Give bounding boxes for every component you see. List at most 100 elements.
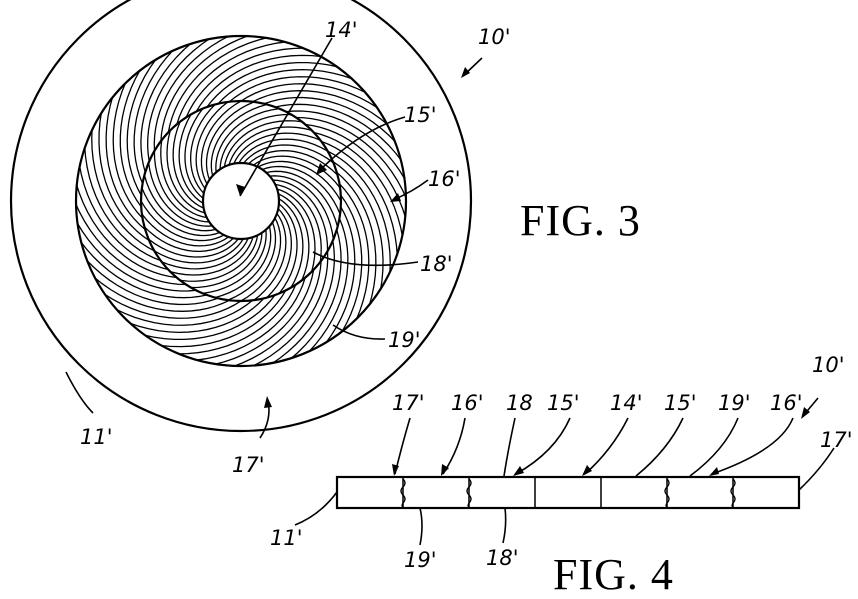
arrow4-16a	[441, 464, 449, 476]
spiral-line	[253, 160, 341, 209]
spiral-line	[274, 195, 304, 295]
spiral-line	[141, 179, 225, 237]
spiral-line	[153, 36, 241, 158]
spiral-line	[83, 134, 168, 264]
leader4-15a	[515, 417, 571, 475]
spiral-line	[267, 179, 329, 260]
outer-band-boundary	[74, 34, 408, 368]
spiral-line	[317, 200, 356, 353]
fig4-label: FIG. 4	[553, 550, 674, 599]
spiral-line	[141, 193, 229, 242]
spiral-line	[141, 233, 242, 258]
fig3-leaders	[65, 37, 483, 439]
spiral-line	[77, 153, 176, 272]
spiral-line	[278, 110, 406, 191]
spiral-line	[147, 154, 218, 227]
fig3-disc	[9, 0, 473, 433]
spiral-line	[320, 147, 391, 286]
wavy-interface-left	[400, 478, 406, 508]
spiral-line	[119, 59, 148, 213]
spiral-line	[189, 100, 222, 198]
spiral-line	[133, 41, 183, 191]
ref4-16b: 16'	[770, 391, 803, 415]
ref-11: 11'	[80, 425, 113, 449]
leader4-18	[503, 417, 516, 477]
spiral-line	[171, 230, 259, 282]
leader4-15b	[635, 417, 684, 477]
fig3-label: FIG. 3	[520, 196, 641, 245]
spiral-line	[178, 107, 208, 207]
spiral-line	[221, 253, 322, 366]
leader4-16b	[711, 417, 794, 475]
spiral-line	[147, 234, 247, 264]
spiral-line	[166, 122, 210, 215]
leader4-14	[584, 417, 629, 475]
ref4-15b: 15'	[664, 391, 697, 415]
spiral-line	[202, 262, 316, 366]
ref4-19b: 19'	[404, 548, 437, 572]
spiral-line	[273, 191, 310, 289]
leader4-19b	[419, 507, 423, 546]
spiral-line	[235, 138, 335, 168]
inner-spiral-band-15	[141, 100, 341, 302]
center-hole-14	[201, 161, 281, 241]
spiral-line	[268, 103, 406, 171]
spiral-line	[223, 120, 311, 172]
spiral-line	[246, 209, 287, 302]
spiral-line	[260, 204, 293, 302]
spiral-line	[84, 268, 236, 312]
spiral-line	[334, 189, 363, 343]
leader4-11	[294, 491, 338, 526]
arrowhead-15	[316, 163, 327, 175]
spiral-line	[142, 166, 221, 232]
leader4-16a	[442, 417, 466, 475]
spiral-line	[112, 71, 149, 224]
ref4-16a: 16'	[451, 391, 484, 415]
arrowhead-16	[390, 193, 401, 202]
spiral-line	[233, 213, 282, 302]
leader-14	[239, 37, 333, 197]
spiral-line	[76, 211, 204, 292]
spiral-line	[192, 54, 334, 119]
fig4-cross-section	[335, 475, 801, 510]
ref4-19a: 19'	[718, 391, 751, 415]
spiral-line	[183, 270, 308, 362]
spiral-line	[333, 178, 370, 331]
arrow4-17a	[392, 464, 399, 476]
spiral-line	[257, 165, 341, 223]
spiral-line	[165, 277, 299, 355]
spiral-line	[298, 123, 406, 230]
spiral-line	[172, 113, 209, 211]
spiral-line	[261, 170, 340, 236]
leader4-18b	[502, 507, 507, 544]
spiral-line	[132, 288, 280, 341]
segment-15-right	[600, 476, 668, 509]
spiral-line	[299, 211, 349, 361]
spiral-line	[270, 183, 322, 271]
fig4-refs: 10' 17' 16' 18 15' 14' 15' 19' 16' 17' 1…	[270, 353, 853, 572]
segment-14-center	[534, 476, 602, 509]
spiral-line	[194, 224, 267, 295]
fig4-leaders	[294, 397, 835, 546]
arrow4-16b	[709, 467, 719, 476]
spiral-line	[126, 49, 165, 202]
wavy-interface-right	[730, 478, 736, 508]
spiral-line	[241, 244, 329, 366]
spiral-line	[93, 286, 247, 319]
spiral-line	[272, 187, 316, 280]
spiral-line	[200, 100, 249, 189]
outer-rim-11	[9, 0, 473, 433]
spiral-line	[205, 100, 263, 185]
ref-10: 10'	[478, 25, 511, 49]
leader-15	[317, 116, 406, 173]
spiral-line	[235, 83, 389, 116]
leader-18	[312, 251, 419, 267]
spiral-line	[174, 40, 299, 132]
leader-19	[332, 324, 386, 340]
spiral-line	[160, 36, 261, 149]
spiral-line	[76, 172, 184, 279]
ref4-17a: 17'	[392, 391, 425, 415]
spiral-line	[288, 116, 406, 211]
leader4-17b	[798, 447, 835, 491]
